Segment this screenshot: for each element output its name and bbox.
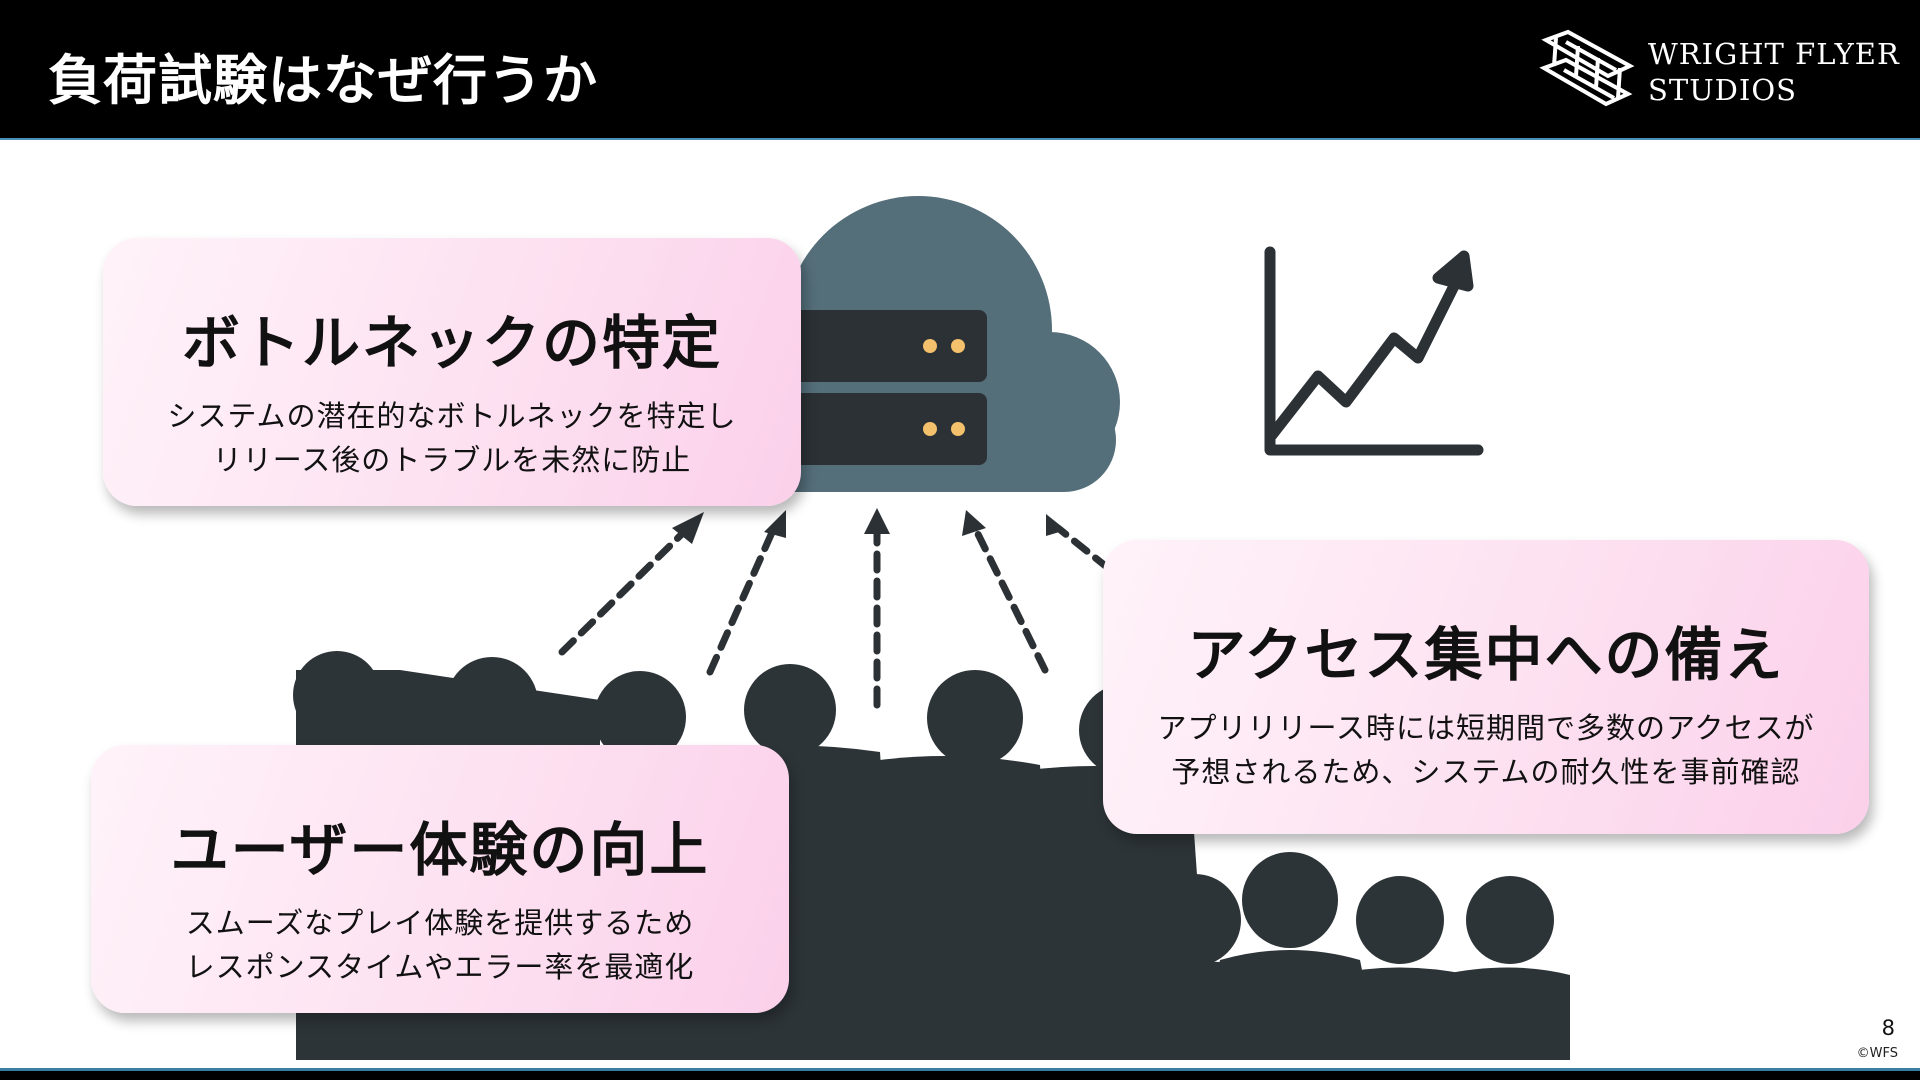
card-access-surge: アクセス集中への備え アプリリリース時には短期間で多数のアクセスが 予想されるた… xyxy=(1103,540,1869,834)
dashed-arrows xyxy=(558,524,1112,709)
card-title: アクセス集中への備え xyxy=(1187,621,1785,689)
card-bottleneck: ボトルネックの特定 システムの潜在的なボトルネックを特定し リリース後のトラブル… xyxy=(103,238,801,506)
card-body: システムの潜在的なボトルネックを特定し リリース後のトラブルを未然に防止 xyxy=(103,394,801,482)
logo-text: WRIGHT FLYER STUDIOS xyxy=(1648,36,1900,108)
growth-chart-icon xyxy=(1264,246,1484,456)
logo-line-2: STUDIOS xyxy=(1648,73,1797,107)
slide-header: 負荷試験はなぜ行うか WRIGHT FLYER STUDIOS xyxy=(0,0,1920,138)
card-body-line: アプリリリース時には短期間で多数のアクセスが xyxy=(1157,711,1815,745)
card-body-line: リリース後のトラブルを未然に防止 xyxy=(212,443,692,477)
page-number: 8 xyxy=(1881,1016,1895,1040)
card-body: アプリリリース時には短期間で多数のアクセスが 予想されるため、システムの耐久性を… xyxy=(1103,706,1869,794)
card-body-line: スムーズなプレイ体験を提供するため xyxy=(185,906,695,940)
copyright-text: ©WFS xyxy=(1856,1046,1898,1061)
biplane-logo-icon xyxy=(1539,29,1635,107)
card-body-line: 予想されるため、システムの耐久性を事前確認 xyxy=(1171,755,1801,789)
card-title: ユーザー体験の向上 xyxy=(170,816,710,884)
logo-line-1: WRIGHT FLYER xyxy=(1648,37,1900,71)
card-body: スムーズなプレイ体験を提供するため レスポンスタイムやエラー率を最適化 xyxy=(91,901,789,989)
slide-title: 負荷試験はなぜ行うか xyxy=(48,49,598,112)
slide-content: ボトルネックの特定 システムの潜在的なボトルネックを特定し リリース後のトラブル… xyxy=(0,138,1920,1070)
bottom-accent-line xyxy=(0,1068,1920,1071)
card-body-line: レスポンスタイムやエラー率を最適化 xyxy=(185,950,695,984)
card-body-line: システムの潜在的なボトルネックを特定し xyxy=(167,399,737,433)
company-logo: WRIGHT FLYER STUDIOS xyxy=(1538,28,1900,110)
card-user-experience: ユーザー体験の向上 スムーズなプレイ体験を提供するため レスポンスタイムやエラー… xyxy=(91,745,789,1013)
card-title: ボトルネックの特定 xyxy=(181,309,722,377)
